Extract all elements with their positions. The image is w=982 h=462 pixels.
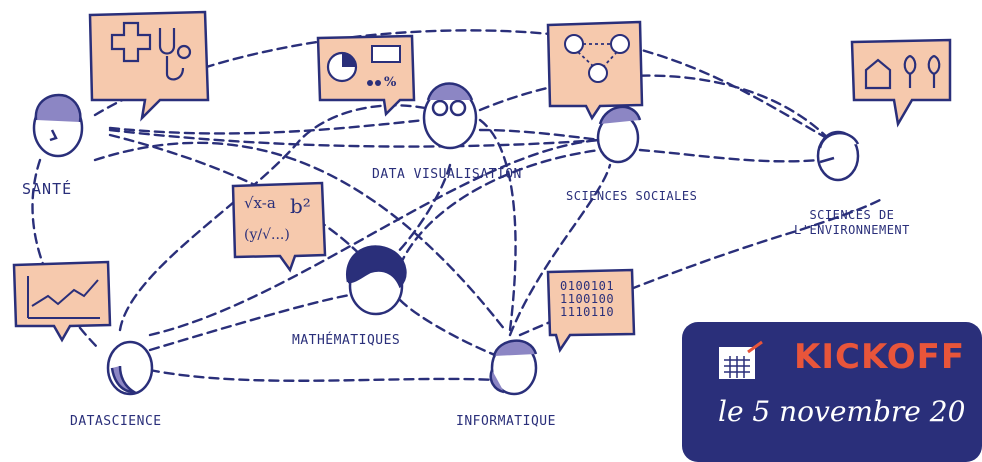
face-sciences-sociales	[596, 105, 642, 164]
label-sciences-sociales: SCIENCES SOCIALES	[566, 189, 698, 203]
faces	[32, 82, 860, 396]
binary-code-text: 0100101 1100100 1110110	[560, 279, 615, 319]
formula-root: √x-a	[244, 194, 276, 212]
bubble-sante	[88, 10, 210, 122]
label-data-visualisation: DATA VISUALISATION	[372, 167, 522, 182]
face-mathematiques	[345, 245, 407, 316]
tree-icon	[903, 54, 917, 88]
percent-icon: %	[384, 75, 397, 90]
stethoscope-icon	[158, 28, 185, 81]
kickoff-date: le 5 novembre 20	[718, 395, 966, 428]
bubble-sciences-sociales	[546, 20, 644, 121]
label-sciences-environnement: SCIENCES DE L'ENVIRONNEMENT	[794, 208, 910, 237]
formula-power: b²	[290, 194, 311, 218]
medical-cross-icon	[110, 21, 152, 63]
face-sante	[32, 93, 84, 158]
label-informatique: INFORMATIQUE	[456, 414, 556, 429]
bubble-datascience	[12, 260, 112, 343]
face-datascience	[106, 340, 154, 396]
screen-chart-icon	[371, 45, 401, 63]
bubble-informatique	[546, 268, 636, 353]
kickoff-banner	[682, 322, 982, 462]
kickoff-title: KICKOFF	[794, 337, 966, 377]
bubble-environnement	[850, 38, 952, 128]
people-icon	[367, 80, 373, 86]
face-informatique	[489, 339, 538, 396]
line-chart-icon	[27, 276, 100, 319]
label-datascience: DATASCIENCE	[70, 414, 162, 429]
bubble-mathematiques	[231, 181, 327, 273]
face-dataviz	[422, 82, 478, 150]
calendar-icon	[719, 340, 763, 379]
house-icon	[864, 58, 892, 90]
label-mathematiques: MATHÉMATIQUES	[292, 333, 401, 348]
bubble-dataviz	[316, 34, 416, 117]
person-face-icon	[564, 34, 584, 54]
face-environnement	[816, 130, 860, 182]
network-illustration	[12, 10, 952, 396]
label-sante: SANTÉ	[22, 180, 73, 198]
formula-fraction: (y/√...)	[244, 227, 290, 243]
